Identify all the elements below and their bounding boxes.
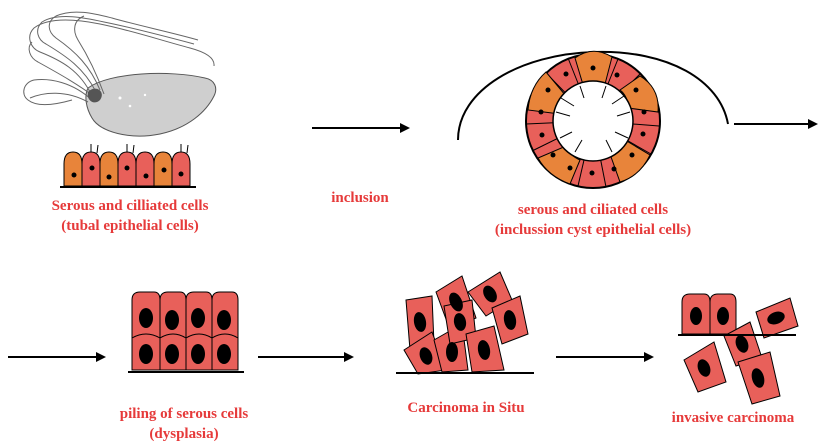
carcinoma-in-situ-label: Carcinoma in Situ [376,398,556,418]
inclusion-label: inclusion [300,188,420,208]
invasive-carcinoma-label: invasive carcinoma [650,408,816,428]
dysplasia-illustration [128,292,244,372]
fallopian-tube-ovary-illustration [24,12,216,136]
inclusion-cyst-illustration [458,51,728,188]
invasive-carcinoma-illustration [678,294,798,404]
tubal-cells-label: Serous and cilliated cells (tubal epithe… [20,196,240,236]
tubal-epithelium-cells [60,144,196,187]
ovary-shape [86,73,216,136]
inclusion-cyst-cells-label: serous and ciliated cells (inclussion cy… [468,200,718,240]
dysplasia-label: piling of serous cells (dysplasia) [84,404,284,444]
carcinoma-in-situ-illustration [396,272,534,374]
